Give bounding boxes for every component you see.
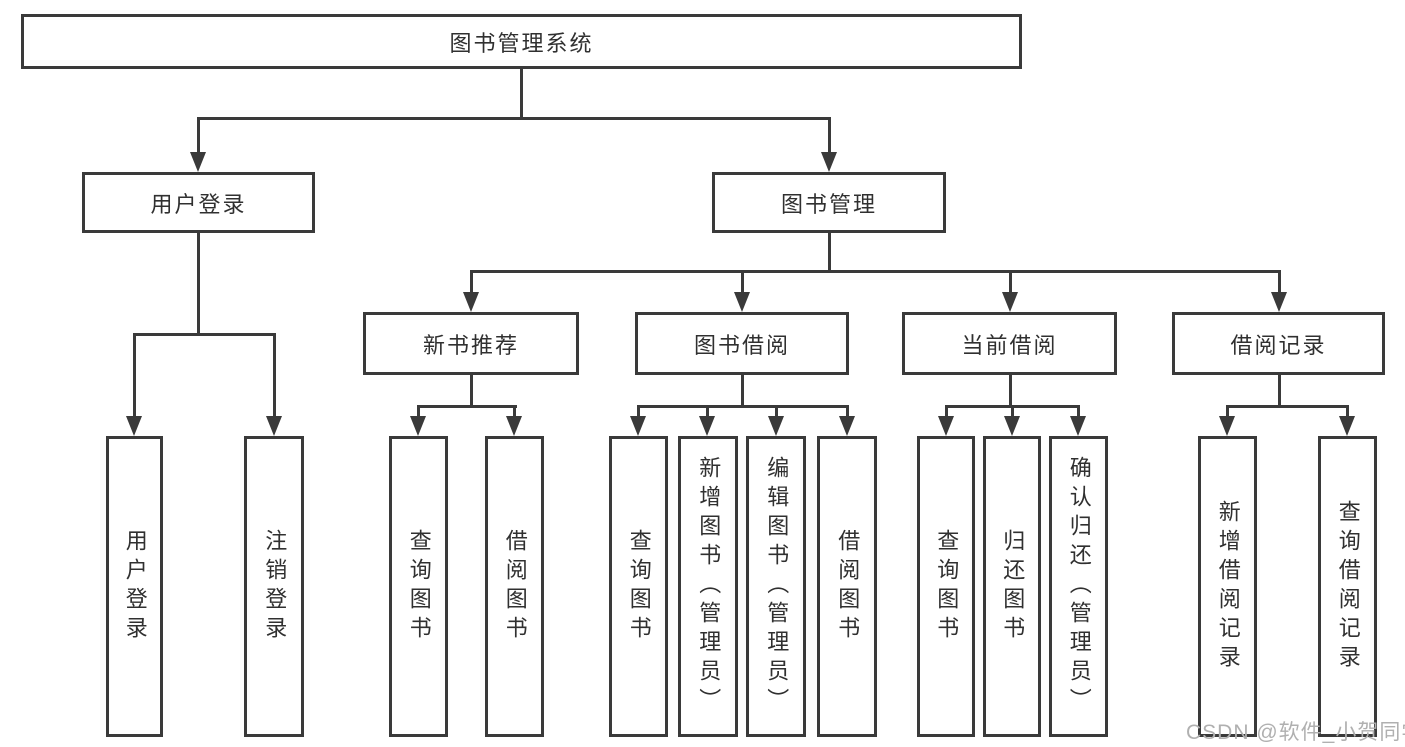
connector-line — [637, 405, 849, 408]
arrow-down-icon — [1002, 292, 1018, 312]
leaf-query-books-current: 查询图书 — [917, 436, 975, 737]
leaf-logout: 注销登录 — [244, 436, 304, 737]
leaf-borrow-books: 借阅图书 — [817, 436, 877, 737]
connector-line — [828, 117, 831, 156]
leaf-label: 注销登录 — [262, 528, 288, 645]
connector-line — [741, 375, 744, 408]
leaf-label: 用户登录 — [122, 528, 148, 645]
connector-line — [828, 233, 831, 273]
leaf-label: 查询借阅记录 — [1335, 499, 1361, 674]
connector-line — [1009, 270, 1012, 296]
node-root: 图书管理系统 — [21, 14, 1022, 69]
arrow-down-icon — [630, 416, 646, 436]
leaf-label: 借阅图书 — [502, 528, 528, 645]
leaf-label: 查询图书 — [934, 528, 960, 645]
connector-line — [1009, 375, 1012, 408]
arrow-down-icon — [463, 292, 479, 312]
connector-line — [1278, 270, 1281, 296]
connector-line — [197, 117, 831, 120]
arrow-down-icon — [1339, 416, 1355, 436]
connector-line — [513, 405, 516, 418]
connector-line — [706, 405, 709, 418]
arrow-down-icon — [699, 416, 715, 436]
arrow-down-icon — [1070, 416, 1086, 436]
leaf-query-borrow-record: 查询借阅记录 — [1318, 436, 1377, 737]
connector-line — [1346, 405, 1349, 418]
connector-line — [1011, 405, 1014, 418]
leaf-query-books-borrow: 查询图书 — [609, 436, 668, 737]
csdn-watermark: CSDN @软件_小贺同学 — [1186, 721, 1405, 744]
connector-line — [470, 375, 473, 408]
connector-line — [741, 270, 744, 296]
leaf-confirm-return-admin: 确认归还（管理员） — [1049, 436, 1108, 737]
connector-line — [846, 405, 849, 418]
leaf-query-books-recommend: 查询图书 — [389, 436, 448, 737]
connector-line — [133, 333, 136, 420]
connector-line — [197, 117, 200, 156]
leaf-label: 编辑图书（管理员） — [764, 456, 790, 717]
leaf-label: 借阅图书 — [835, 528, 861, 645]
arrow-down-icon — [1219, 416, 1235, 436]
connector-line — [133, 333, 276, 336]
connector-line — [417, 405, 420, 418]
leaf-user-login: 用户登录 — [106, 436, 163, 737]
leaf-add-borrow-record: 新增借阅记录 — [1198, 436, 1257, 737]
leaf-label: 归还图书 — [1000, 528, 1026, 645]
arrow-down-icon — [938, 416, 954, 436]
node-user-login: 用户登录 — [82, 172, 315, 233]
arrow-down-icon — [768, 416, 784, 436]
connector-line — [945, 405, 948, 418]
node-book-borrow-label: 图书借阅 — [693, 332, 790, 358]
leaf-label: 新增借阅记录 — [1215, 499, 1241, 674]
connector-line — [470, 270, 473, 296]
node-book-borrow: 图书借阅 — [635, 312, 849, 375]
node-new-book-recommend-label: 新书推荐 — [422, 332, 519, 358]
connector-line — [470, 270, 1281, 273]
connector-line — [775, 405, 778, 418]
node-user-login-label: 用户登录 — [150, 191, 247, 217]
arrow-down-icon — [1271, 292, 1287, 312]
connector-line — [1278, 375, 1281, 408]
node-borrow-records-label: 借阅记录 — [1230, 332, 1327, 358]
arrow-down-icon — [734, 292, 750, 312]
connector-line — [520, 69, 523, 119]
node-root-label: 图书管理系统 — [449, 30, 594, 56]
leaf-label: 确认归还（管理员） — [1066, 456, 1092, 717]
arrow-down-icon — [190, 152, 206, 172]
node-new-book-recommend: 新书推荐 — [363, 312, 579, 375]
arrow-down-icon — [506, 416, 522, 436]
arrow-down-icon — [839, 416, 855, 436]
leaf-label: 查询图书 — [626, 528, 652, 645]
connector-line — [1226, 405, 1349, 408]
leaf-add-books-admin: 新增图书（管理员） — [678, 436, 738, 737]
arrow-down-icon — [1004, 416, 1020, 436]
connector-line — [637, 405, 640, 418]
node-book-management: 图书管理 — [712, 172, 946, 233]
leaf-edit-books-admin: 编辑图书（管理员） — [746, 436, 806, 737]
arrow-down-icon — [410, 416, 426, 436]
leaf-return-books: 归还图书 — [983, 436, 1041, 737]
node-current-borrow-label: 当前借阅 — [961, 332, 1058, 358]
leaf-borrow-books-recommend: 借阅图书 — [485, 436, 544, 737]
arrow-down-icon — [266, 416, 282, 436]
node-book-management-label: 图书管理 — [780, 191, 877, 217]
node-current-borrow: 当前借阅 — [902, 312, 1117, 375]
leaf-label: 新增图书（管理员） — [696, 456, 722, 717]
connector-line — [273, 333, 276, 420]
arrow-down-icon — [126, 416, 142, 436]
node-borrow-records: 借阅记录 — [1172, 312, 1385, 375]
arrow-down-icon — [821, 152, 837, 172]
leaf-label: 查询图书 — [406, 528, 432, 645]
connector-line — [197, 233, 200, 336]
connector-line — [1226, 405, 1229, 418]
connector-line — [1077, 405, 1080, 418]
connector-line — [417, 405, 517, 408]
